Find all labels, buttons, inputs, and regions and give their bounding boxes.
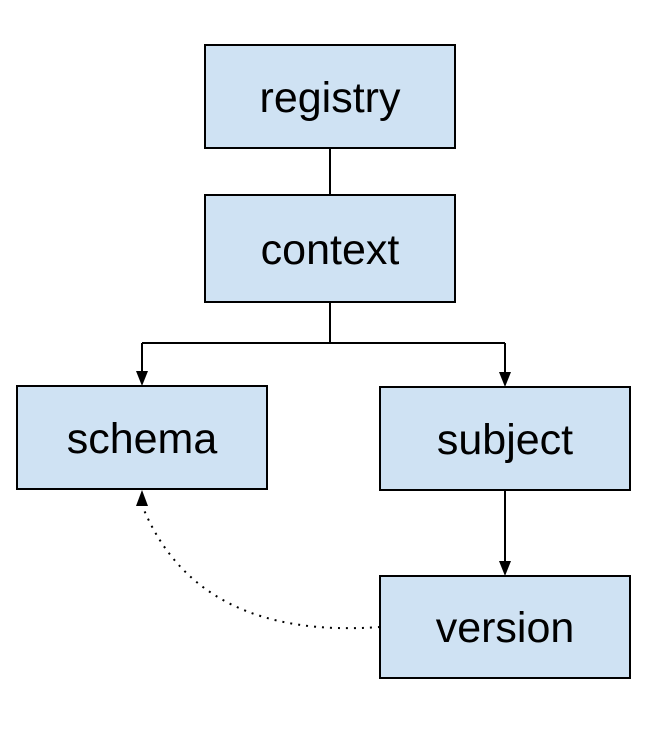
node-subject: subject bbox=[379, 386, 631, 491]
node-schema: schema bbox=[16, 385, 268, 490]
arrowhead-context-subject-icon bbox=[499, 372, 511, 387]
node-context-label: context bbox=[261, 226, 400, 274]
node-version-label: version bbox=[436, 604, 575, 652]
node-schema-label: schema bbox=[67, 415, 218, 463]
edge-version-schema bbox=[143, 509, 381, 630]
node-context: context bbox=[204, 194, 456, 303]
node-subject-box bbox=[379, 386, 631, 491]
node-registry-box bbox=[204, 44, 456, 149]
node-version: version bbox=[379, 575, 631, 679]
arrowhead-context-schema-icon bbox=[136, 371, 148, 386]
node-subject-label: subject bbox=[437, 416, 573, 464]
node-registry: registry bbox=[204, 44, 456, 149]
edge-context-branch bbox=[141, 302, 506, 373]
node-version-box bbox=[379, 575, 631, 679]
arrowhead-version-schema-icon bbox=[136, 490, 148, 506]
arrowhead-subject-version-icon bbox=[499, 561, 511, 576]
node-schema-box bbox=[16, 385, 268, 490]
node-context-box bbox=[204, 194, 456, 303]
node-registry-label: registry bbox=[260, 74, 401, 122]
